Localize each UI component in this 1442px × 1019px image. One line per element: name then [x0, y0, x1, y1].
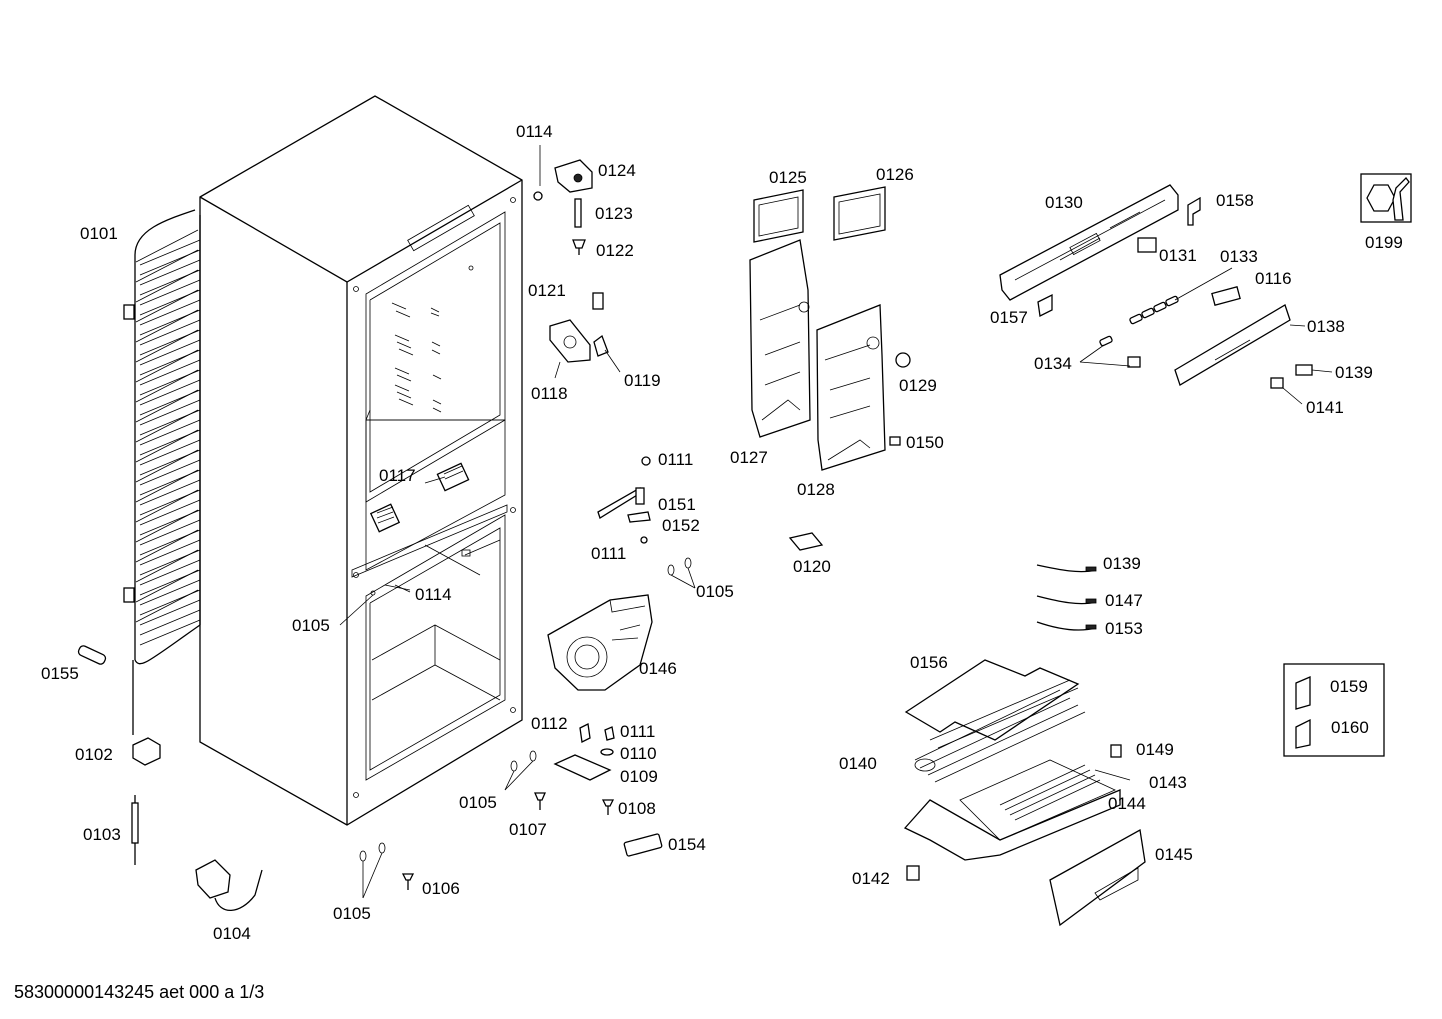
part-label: 0105	[292, 616, 330, 635]
part-label: 0138	[1307, 317, 1345, 336]
part-label: 0159	[1330, 677, 1368, 696]
part-label: 0133	[1220, 247, 1258, 266]
part-label: 0103	[83, 825, 121, 844]
part-label: 0139	[1103, 554, 1141, 573]
part-label: 0155	[41, 664, 79, 683]
part-label: 0141	[1306, 398, 1344, 417]
part-label: 0119	[624, 371, 661, 390]
part-label: 0139	[1335, 363, 1373, 382]
part-label: 0105	[459, 793, 497, 812]
part-label: 0199	[1365, 233, 1403, 252]
document-id-footer: 58300000143245 aet 000 a 1/3	[14, 982, 265, 1002]
part-label: 0116	[1255, 269, 1292, 288]
part-label: 0151	[658, 495, 696, 514]
part-label: 0129	[899, 376, 937, 395]
part-label: 0110	[620, 744, 657, 763]
part-label: 0134	[1034, 354, 1072, 373]
part-label: 0106	[422, 879, 460, 898]
part-label: 0118	[531, 384, 568, 403]
part-label: 0111	[658, 450, 694, 469]
part-label: 0144	[1108, 794, 1146, 813]
part-label: 0160	[1331, 718, 1369, 737]
part-label: 0127	[730, 448, 768, 467]
part-label: 0150	[906, 433, 944, 452]
part-label: 0146	[639, 659, 677, 678]
evaporator-assembly	[903, 564, 1385, 927]
part-label: 0142	[852, 869, 890, 888]
part-label: 0145	[1155, 845, 1193, 864]
part-label: 0143	[1149, 773, 1187, 792]
part-label: 0108	[618, 799, 656, 818]
part-label: 0128	[797, 480, 835, 499]
part-label: 0149	[1136, 740, 1174, 759]
part-label: 0152	[662, 516, 700, 535]
part-label: 0109	[620, 767, 658, 786]
part-label: 0153	[1105, 619, 1143, 638]
part-label: 0147	[1105, 591, 1143, 610]
part-label: 0117	[379, 466, 416, 485]
controller-assembly	[999, 173, 1412, 405]
part-label: 0114	[415, 585, 452, 604]
part-label: 0140	[839, 754, 877, 773]
part-label: 0124	[598, 161, 636, 180]
part-label: 0156	[910, 653, 948, 672]
part-label: 0125	[769, 168, 807, 187]
part-label: 0130	[1045, 193, 1083, 212]
part-label: 0157	[990, 308, 1028, 327]
part-label: 0102	[75, 745, 113, 764]
part-label: 0111	[591, 544, 627, 563]
condenser-coil	[123, 209, 201, 735]
part-label: 0131	[1159, 246, 1197, 265]
control-panels	[749, 186, 911, 551]
part-label: 0105	[696, 582, 734, 601]
part-label: 0104	[213, 924, 251, 943]
part-label: 0105	[333, 904, 371, 923]
part-label: 0111	[620, 722, 656, 741]
part-label: 0154	[668, 835, 706, 854]
part-label: 0107	[509, 820, 547, 839]
cabinet-drawing	[199, 95, 523, 826]
part-label: 0114	[516, 122, 553, 141]
small-parts	[77, 145, 696, 912]
part-label: 0123	[595, 204, 633, 223]
part-label: 0126	[876, 165, 914, 184]
part-label: 0158	[1216, 191, 1254, 210]
part-label: 0122	[596, 241, 634, 260]
part-label: 0101	[80, 224, 118, 243]
part-label: 0120	[793, 557, 831, 576]
part-label: 0112	[531, 714, 568, 733]
part-label: 0121	[528, 281, 566, 300]
